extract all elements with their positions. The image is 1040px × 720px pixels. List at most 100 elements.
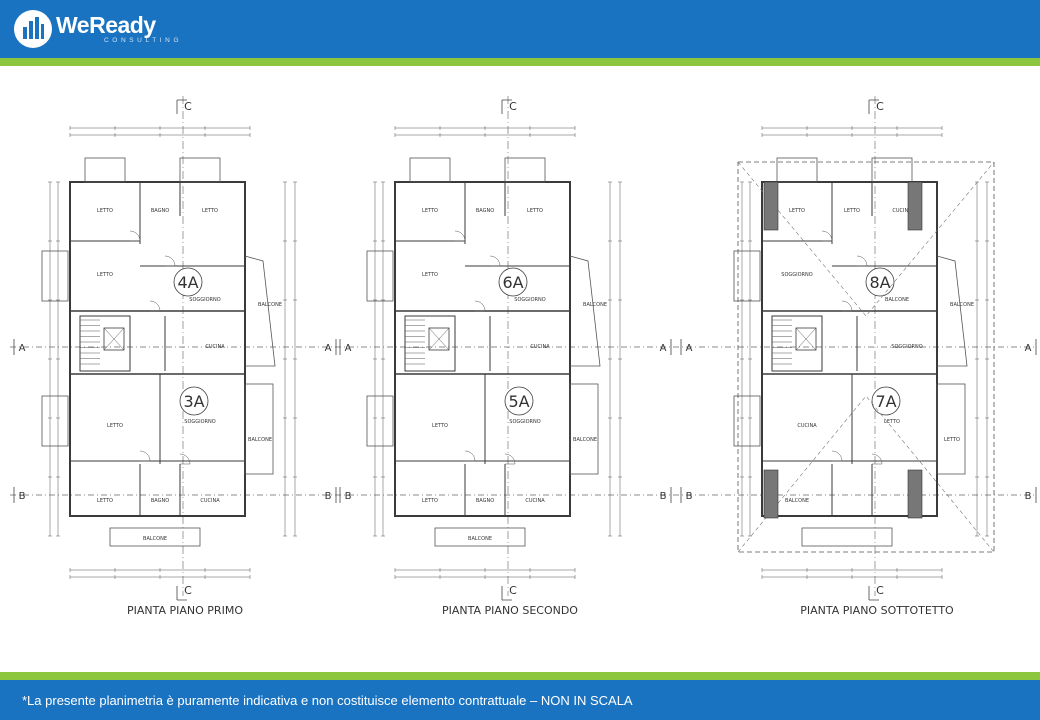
hatched-pillar xyxy=(907,181,923,231)
section-mark-left: B xyxy=(686,491,693,502)
balcony xyxy=(504,157,546,183)
unit-label: 4A xyxy=(177,273,198,292)
room-label: BALCONE xyxy=(468,536,492,542)
elevator-shaft xyxy=(795,327,817,351)
door-swing xyxy=(179,453,191,465)
room-label: SOGGIORNO xyxy=(514,297,545,303)
balcony xyxy=(366,250,394,302)
disclaimer-text: *La presente planimetria è puramente ind… xyxy=(22,693,633,708)
floorplan-drawing: C C A A B B LETTO BAGNO LETTO LETTO SOGGIORNO CUCIN… xyxy=(10,96,1037,617)
balcony xyxy=(244,383,274,475)
exterior-wall xyxy=(394,181,571,517)
balcony xyxy=(801,527,893,547)
unit-circle xyxy=(173,267,203,297)
balcony xyxy=(41,395,69,447)
exterior-wall xyxy=(69,181,246,517)
balcony xyxy=(733,250,761,302)
room-label: BAGNO xyxy=(476,208,494,214)
door-swing xyxy=(454,230,466,242)
room-label: CUCINA xyxy=(530,344,550,350)
roof-outline xyxy=(737,161,995,553)
elevator-shaft xyxy=(103,327,125,351)
unit-label: 8A xyxy=(869,273,890,292)
room-label: BALCONE xyxy=(583,302,607,308)
logo-subtitle: CONSULTING xyxy=(104,36,183,44)
room-label: LETTO xyxy=(107,423,123,429)
balcony xyxy=(733,395,761,447)
room-label: CUCINA xyxy=(200,498,220,504)
room-label: SOGGIORNO xyxy=(891,344,922,350)
room-label: LETTO xyxy=(432,423,448,429)
floorplan-area: C C A A B B LETTO BAGNO LETTO LETTO SOGGIORNO CUCIN… xyxy=(0,66,1040,672)
balcony xyxy=(84,157,126,183)
section-arrow-top xyxy=(176,99,187,114)
section-arrow-bottom xyxy=(868,586,879,601)
door-swing xyxy=(474,300,486,312)
room-label: BALCONE xyxy=(248,437,272,443)
weready-logo[interactable]: WeReady CONSULTING xyxy=(14,10,182,48)
stair-core xyxy=(771,315,823,372)
room-label: CUCINA xyxy=(797,423,817,429)
section-mark-right: B xyxy=(1025,491,1032,502)
door-swing xyxy=(841,300,853,312)
exterior-wall xyxy=(761,181,938,517)
section-mark-c-top: C xyxy=(184,100,192,113)
room-label: LETTO xyxy=(422,208,438,214)
plan-title: PIANTA PIANO PRIMO xyxy=(127,604,243,617)
room-label: LETTO xyxy=(884,419,900,425)
section-arrow-top xyxy=(868,99,879,114)
room-label: BAGNO xyxy=(476,498,494,504)
stair-core xyxy=(79,315,131,372)
section-mark-right: A xyxy=(1025,343,1032,354)
plan-title: PIANTA PIANO SECONDO xyxy=(442,604,578,617)
door-swing xyxy=(489,255,501,267)
unit-circle xyxy=(179,386,209,416)
room-label: BALCONE xyxy=(258,302,282,308)
section-mark-left: A xyxy=(686,343,693,354)
unit-circle xyxy=(504,386,534,416)
room-label: LETTO xyxy=(97,498,113,504)
elevator-cross xyxy=(795,327,817,351)
unit-circle xyxy=(871,386,901,416)
balcony xyxy=(569,383,599,475)
elevator-cross xyxy=(103,327,125,351)
balcony xyxy=(366,395,394,447)
door-swing xyxy=(164,255,176,267)
section-mark-right: B xyxy=(325,491,332,502)
door-swing xyxy=(504,453,516,465)
room-label: BALCONE xyxy=(143,536,167,542)
section-mark-c-bottom: C xyxy=(184,584,192,597)
balcony xyxy=(244,255,276,367)
section-mark-left: A xyxy=(19,343,26,354)
room-label: CUCINA xyxy=(892,208,912,214)
room-label: SOGGIORNO xyxy=(509,419,540,425)
unit-label: 3A xyxy=(183,392,204,411)
room-label: CUCINA xyxy=(205,344,225,350)
unit-label: 6A xyxy=(502,273,523,292)
door-swing xyxy=(464,450,476,462)
room-label: SOGGIORNO xyxy=(184,419,215,425)
section-arrow-top xyxy=(501,99,512,114)
header-bar: WeReady CONSULTING xyxy=(0,0,1040,58)
section-mark-left: B xyxy=(345,491,352,502)
room-label: LETTO xyxy=(97,208,113,214)
section-mark-right: A xyxy=(660,343,667,354)
balcony xyxy=(41,250,69,302)
section-mark-left: A xyxy=(345,343,352,354)
section-mark-right: A xyxy=(325,343,332,354)
section-arrow-bottom xyxy=(176,586,187,601)
balcony xyxy=(109,527,201,547)
balcony xyxy=(936,255,968,367)
balcony xyxy=(776,157,818,183)
plan-title: PIANTA PIANO SOTTOTETTO xyxy=(800,604,954,617)
room-label: SOGGIORNO xyxy=(189,297,220,303)
room-label: BALCONE xyxy=(950,302,974,308)
section-mark-c-bottom: C xyxy=(876,584,884,597)
logo-name: WeReady xyxy=(56,11,156,38)
unit-label: 5A xyxy=(508,392,529,411)
unit-label: 7A xyxy=(875,392,896,411)
room-label: LETTO xyxy=(422,498,438,504)
